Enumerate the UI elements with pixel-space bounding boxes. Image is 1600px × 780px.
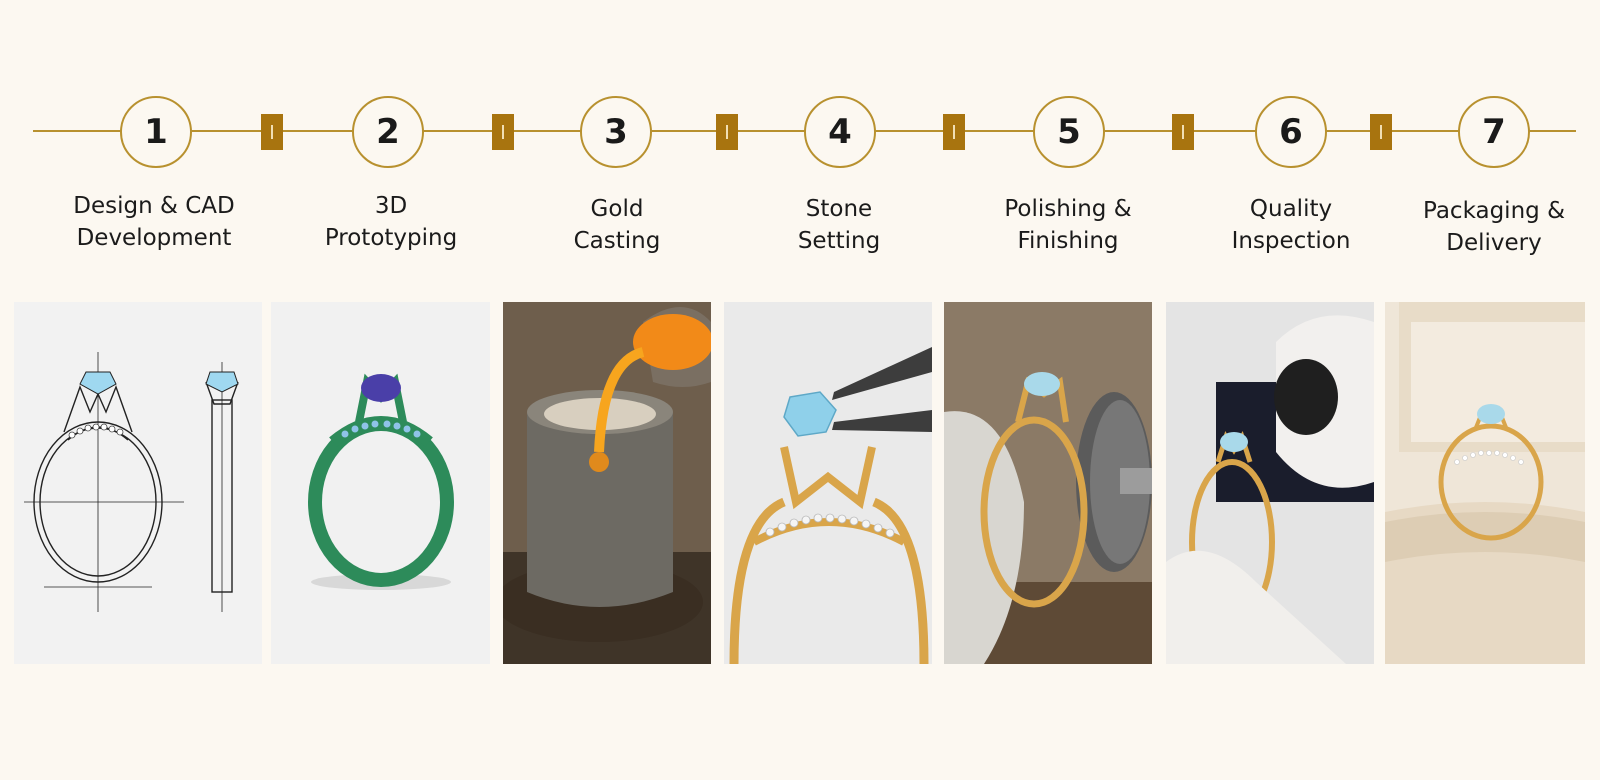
loupe-inspection-icon [1166, 302, 1374, 664]
panel-packaging [1385, 302, 1585, 664]
step-label-line: Setting [797, 228, 881, 254]
panel-design-sketch [14, 302, 262, 664]
step-label-3: Gold Casting [522, 193, 712, 257]
step-label-line: Packaging & [1423, 198, 1565, 224]
step-label-4: Stone Setting [744, 193, 934, 257]
step-label-2: 3D Prototyping [296, 190, 486, 254]
step-number-3: 3 [580, 96, 652, 168]
step-label-line: Casting [573, 228, 661, 254]
step-label-line: Inspection [1231, 228, 1351, 254]
step-label-line: Quality [1249, 196, 1333, 222]
step-label-1: Design & CAD Development [59, 190, 249, 254]
step-label-5: Polishing & Finishing [973, 193, 1163, 257]
polishing-wheel-icon [944, 302, 1152, 664]
step-label-line: Delivery [1446, 230, 1542, 256]
step-label-line: Polishing & [1004, 196, 1132, 222]
ring-sketch-icon [14, 302, 262, 664]
timeline-connector [492, 114, 514, 150]
process-timeline: 1 2 3 4 5 6 7 Design & CAD Development 3… [0, 0, 1600, 280]
step-label-line: Finishing [1017, 228, 1119, 254]
timeline-connector [943, 114, 965, 150]
molten-gold-pour-icon [503, 302, 711, 664]
panel-quality-inspection [1166, 302, 1374, 664]
green-resin-ring-icon [271, 302, 490, 664]
step-number-7: 7 [1458, 96, 1530, 168]
step-label-line: Prototyping [324, 225, 458, 251]
step-label-6: Quality Inspection [1196, 193, 1386, 257]
panel-gold-casting [503, 302, 711, 664]
panel-polishing [944, 302, 1152, 664]
step-label-7: Packaging & Delivery [1399, 195, 1589, 259]
timeline-connector [716, 114, 738, 150]
panel-stone-setting [724, 302, 932, 664]
step-label-line: 3D [374, 193, 408, 219]
timeline-connector [1370, 114, 1392, 150]
step-number-6: 6 [1255, 96, 1327, 168]
panel-3d-prototype [271, 302, 490, 664]
step-number-4: 4 [804, 96, 876, 168]
ring-box-icon [1385, 302, 1585, 664]
step-label-line: Design & CAD [73, 193, 235, 219]
timeline-connector [261, 114, 283, 150]
step-label-line: Development [76, 225, 232, 251]
step-number-1: 1 [120, 96, 192, 168]
step-label-line: Stone [805, 196, 873, 222]
step-label-line: Gold [590, 196, 644, 222]
step-number-2: 2 [352, 96, 424, 168]
timeline-connector [1172, 114, 1194, 150]
tweezers-gem-ring-icon [724, 302, 932, 664]
step-number-5: 5 [1033, 96, 1105, 168]
